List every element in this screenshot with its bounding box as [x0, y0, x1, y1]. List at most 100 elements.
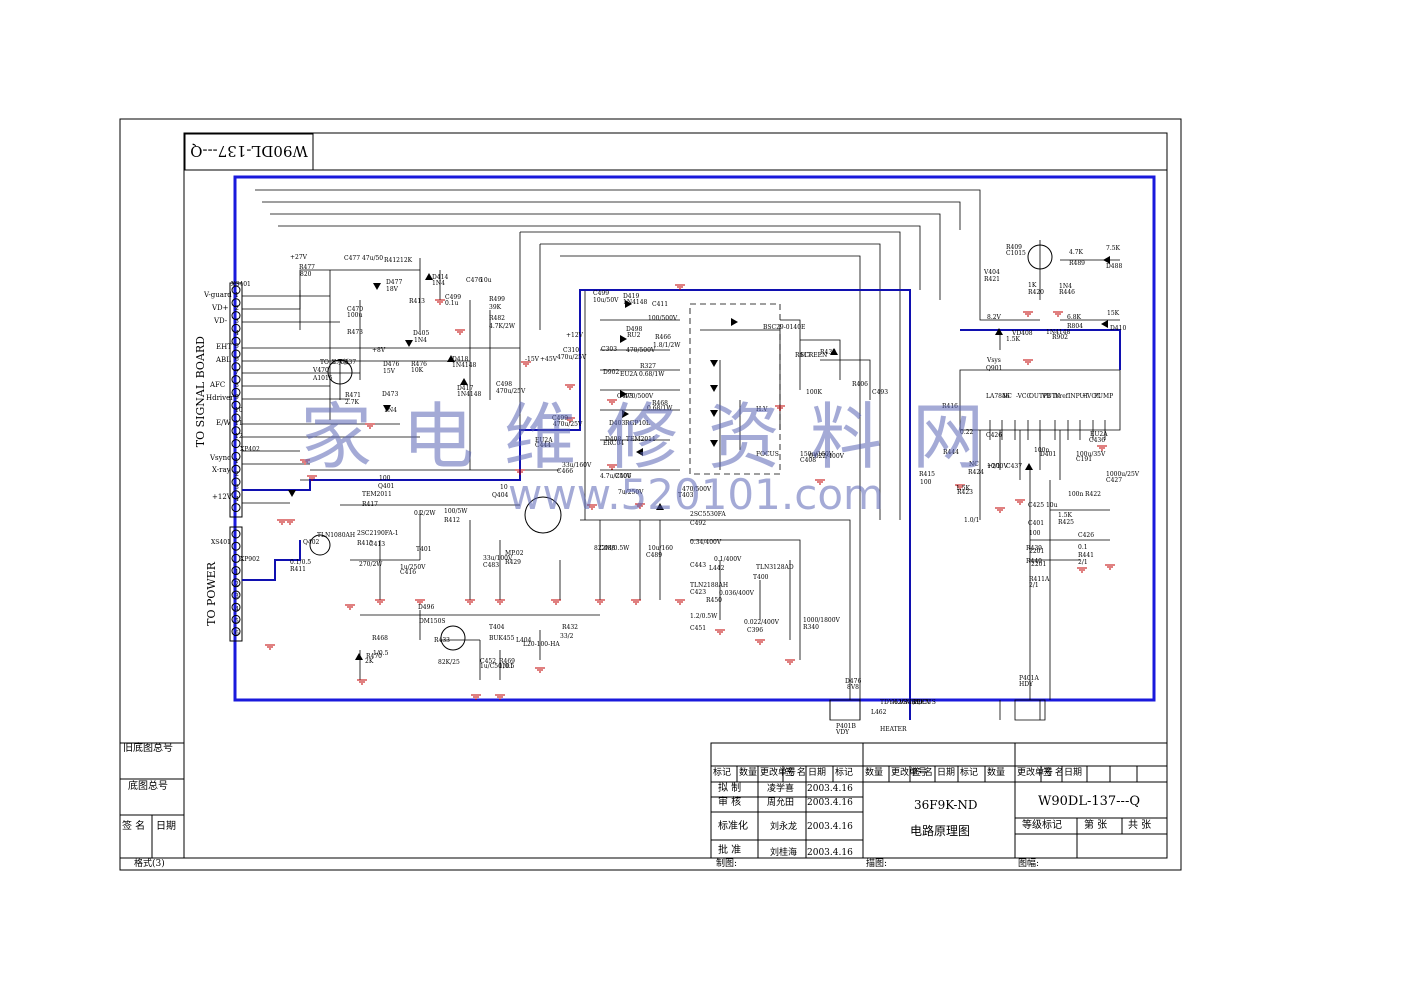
pin-number: 10	[235, 407, 243, 415]
component-label: NC	[969, 461, 979, 468]
component-label: 100	[1029, 530, 1041, 537]
component-label: +200V	[987, 463, 1008, 470]
ground-symbols	[265, 284, 1115, 700]
component-label: L20-100-HA	[523, 641, 560, 648]
component-label: Vref	[1055, 393, 1068, 400]
component-label: C443	[690, 562, 707, 569]
component-label: P401A	[1019, 675, 1039, 682]
model-name: 36F9K-ND	[914, 798, 978, 812]
component-label: 4.7u/250V	[600, 473, 632, 480]
component-label: D414	[432, 274, 449, 281]
component-label: R422	[1085, 491, 1101, 498]
component-label: DM150S	[419, 618, 446, 625]
component-label: 10u/50V	[593, 297, 619, 304]
component-label: 7u/250V	[618, 489, 644, 496]
component-label: L462	[871, 709, 887, 716]
watermark-url: www.520101.com	[508, 470, 884, 519]
grade-label: 等级标记	[1022, 820, 1062, 831]
pin-number: 1	[235, 292, 239, 299]
signal-label: V-guard	[204, 291, 232, 299]
component-label: R327	[640, 363, 656, 370]
component-label: C470	[347, 306, 364, 313]
diodes	[288, 256, 1110, 660]
signal-label: VD-	[214, 317, 228, 325]
component-label: D405	[413, 330, 430, 337]
component-label: 470/500V	[624, 393, 654, 400]
component-label: C1015	[1006, 250, 1026, 257]
component-label: 0.22	[960, 429, 974, 436]
component-label: D403	[609, 420, 626, 427]
drawer-label: 制图:	[716, 859, 738, 869]
component-label: 8V8	[847, 684, 859, 691]
component-label: 0.1/0.5	[290, 559, 312, 566]
component-label: +27V	[290, 254, 307, 261]
component-label: HEATER	[880, 726, 907, 733]
title-block-header-cell: 签 名	[785, 768, 806, 778]
component-label: 4.7K	[1069, 249, 1084, 256]
component-label: +12V	[566, 332, 583, 339]
component-label: HDY	[1019, 681, 1034, 688]
component-label: R473	[347, 329, 363, 336]
component-label: D419	[623, 293, 640, 300]
signal-label: ABL	[216, 356, 231, 364]
component-label: VDY	[836, 729, 850, 736]
component-label: 100	[920, 479, 932, 486]
component-label: 1N4148	[452, 362, 477, 369]
role-name: 刘永龙	[770, 822, 798, 832]
ic-q901	[989, 420, 1106, 440]
component-label: -VCC	[1016, 393, 1032, 400]
component-label: VB IN	[1042, 393, 1061, 400]
component-label: T403	[678, 492, 694, 499]
pin-number: 11	[235, 420, 243, 427]
component-label: 1000u/25V	[1106, 471, 1140, 478]
component-label: R412	[444, 517, 460, 524]
component-label: R433	[434, 637, 450, 644]
component-label: C499	[552, 415, 569, 422]
component-label: TDY-626M(Z)	[880, 699, 921, 706]
component-label: 0.022/400V	[744, 619, 779, 626]
pin-number: 1	[235, 458, 239, 465]
component-label: 1N4148	[457, 391, 482, 398]
component-label: 470/500V	[626, 347, 656, 354]
component-label: A1015	[313, 375, 333, 382]
component-label: 100	[379, 475, 391, 482]
component-label: +VCC	[1082, 393, 1101, 400]
title-block-header-cell: 签 名	[912, 768, 933, 778]
component-label: TEM2011	[362, 491, 392, 498]
component-label: R415	[357, 540, 373, 547]
component-label: D401	[1040, 451, 1057, 458]
component-label: R489	[1069, 260, 1085, 267]
pin-number: 3	[235, 317, 239, 325]
title-block-header-cell: 标记	[713, 768, 732, 778]
pin-number: 3	[235, 483, 239, 491]
connector-strip	[229, 282, 243, 642]
component-label: 10/1	[987, 463, 1001, 470]
connector-xp902: XP902	[240, 556, 260, 563]
component-label: R421	[984, 276, 1000, 283]
component-label: C426	[986, 432, 1003, 439]
component-label: EU2A	[535, 437, 553, 444]
component-label: C436	[1089, 437, 1106, 444]
component-label: 10u/160	[648, 545, 673, 552]
component-label: R466	[655, 334, 671, 341]
component-label: C437	[340, 359, 357, 366]
component-label: R411	[290, 566, 306, 573]
pin-number: 6	[235, 630, 239, 637]
component-label: 12K	[400, 257, 413, 264]
component-label: 822M/0.5W	[594, 545, 630, 552]
role-label: 标准化	[718, 821, 748, 832]
pin-number: 5	[235, 343, 239, 351]
component-label: 150u/160V	[800, 451, 834, 458]
component-label: 0.68/1W	[639, 371, 665, 378]
connector-xs401: XS401	[231, 281, 251, 288]
component-label: R415	[919, 471, 935, 478]
component-label: 10K	[411, 367, 424, 374]
component-label: BSC29-0140E	[763, 324, 806, 331]
component-label: R413	[409, 298, 425, 305]
title-block-header-cell: 数量	[865, 768, 884, 778]
component-label: 1N4	[1059, 283, 1072, 290]
component-label: R902	[1052, 334, 1068, 341]
pin-number: 4	[235, 496, 239, 504]
title-block-header-cell: 数量	[987, 768, 1006, 778]
component-label: 8.2V	[987, 314, 1001, 321]
